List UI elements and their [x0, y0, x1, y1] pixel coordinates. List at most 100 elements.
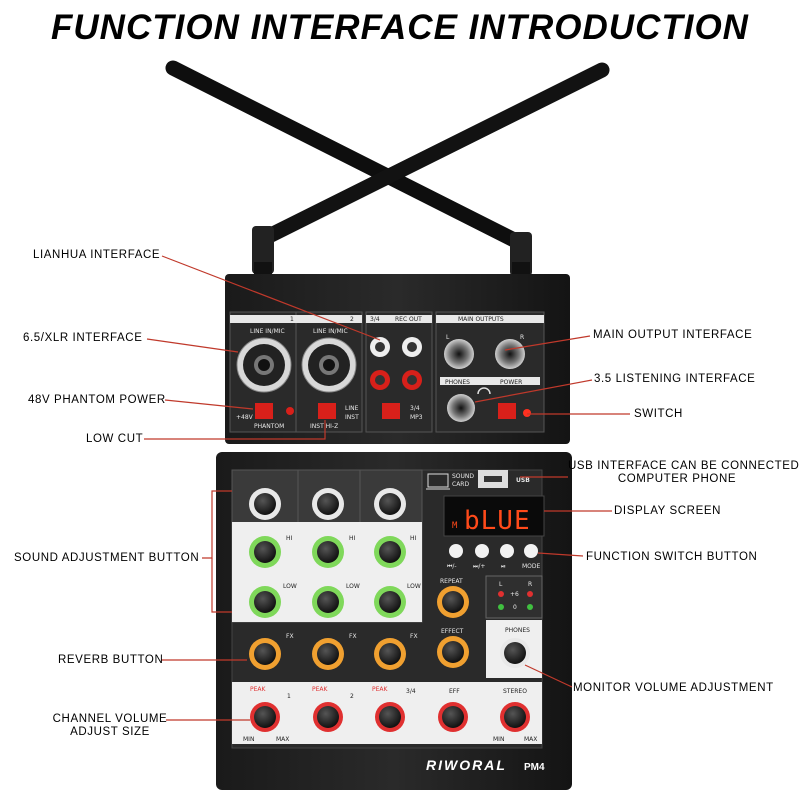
callout-channel-volume-line2: ADJUST SIZE	[70, 726, 150, 738]
antenna-left	[165, 60, 532, 278]
meter-r-label: R	[528, 581, 532, 588]
peak-label-1: PEAK	[250, 686, 267, 693]
eff-label: EFF	[449, 688, 460, 695]
headphones-icon	[477, 387, 491, 395]
ch2-label: 2	[350, 316, 354, 323]
line-label: LINE	[345, 405, 359, 412]
gain-knob-3[interactable]	[374, 488, 406, 520]
callout-channel-volume: CHANNEL VOLUME ADJUST SIZE	[45, 713, 175, 739]
low-label-3: LOW	[407, 583, 421, 590]
play-pause-icon: ⏯	[501, 563, 506, 570]
meter-zero-label: 0	[513, 604, 517, 611]
callout-lianhua-interface: LIANHUA INTERFACE	[33, 249, 161, 261]
callout-lines	[144, 255, 630, 721]
hi-eq-knob-2[interactable]	[312, 536, 344, 568]
inst-hiz-label: INST HI-Z	[310, 423, 338, 430]
hi-eq-knob-3[interactable]	[374, 536, 406, 568]
stereo-label: STEREO	[503, 688, 527, 695]
meter-plus6-label: +6	[510, 591, 519, 598]
volume-knob-1[interactable]	[250, 702, 280, 732]
fx-label-3: FX	[410, 633, 418, 640]
low-eq-knob-1[interactable]	[249, 586, 281, 618]
effect-label: EFFECT	[441, 628, 464, 635]
callout-reverb-button: REVERB BUTTON	[58, 654, 164, 666]
plus48v-label: +48V	[236, 414, 254, 421]
page-title: FUNCTION INTERFACE INTRODUCTION	[51, 8, 749, 47]
callout-usb-interface: USB INTERFACE CAN BE CONNECTED COMPUTER …	[568, 460, 799, 486]
function-button-prev[interactable]	[475, 544, 489, 558]
function-button-1[interactable]	[449, 544, 463, 558]
callout-main-output: MAIN OUTPUT INTERFACE	[593, 329, 753, 341]
main-outputs-label: MAIN OUTPUTS	[458, 316, 504, 323]
fx-knob-1[interactable]	[249, 638, 281, 670]
callout-function-switch: FUNCTION SWITCH BUTTON	[586, 551, 758, 563]
callout-monitor-volume: MONITOR VOLUME ADJUSTMENT	[573, 682, 774, 694]
fx-knob-3[interactable]	[374, 638, 406, 670]
inst-hiz-button[interactable]	[318, 403, 336, 419]
power-switch-button[interactable]	[498, 403, 516, 419]
meter-l-label: L	[499, 581, 503, 588]
volume-knob-3[interactable]	[375, 702, 405, 732]
volume-knob-2[interactable]	[313, 702, 343, 732]
rec-out-label: REC OUT	[395, 316, 422, 323]
fx-knob-2[interactable]	[312, 638, 344, 670]
display-text: bLUE	[464, 506, 531, 536]
min-label-1: MIN	[243, 736, 254, 743]
main-output-jack-l[interactable]	[444, 339, 474, 369]
callout-low-cut: LOW CUT	[86, 433, 144, 445]
low-eq-knob-2[interactable]	[312, 586, 344, 618]
hi-eq-knob-1[interactable]	[249, 536, 281, 568]
meter-led-r-0	[527, 604, 533, 610]
main-output-jack-r[interactable]	[495, 339, 525, 369]
ch2-strip-label: 2	[350, 693, 354, 700]
fx-label-2: FX	[349, 633, 357, 640]
fx-label-1: FX	[286, 633, 294, 640]
hi-label-2: HI	[349, 535, 356, 542]
brand-logo: RIWORAL	[426, 757, 507, 773]
ch1-label: 1	[290, 316, 294, 323]
gain-knob-2[interactable]	[312, 488, 344, 520]
model-label: PM4	[524, 762, 545, 773]
phones-jack[interactable]	[447, 394, 475, 422]
volume-knob-stereo[interactable]	[500, 702, 530, 732]
phantom-button[interactable]	[255, 403, 273, 419]
repeat-knob[interactable]	[437, 586, 469, 618]
low-eq-knob-3[interactable]	[374, 586, 406, 618]
rca-jack-red-1[interactable]	[370, 370, 390, 390]
xlr-combo-jack-2[interactable]	[301, 337, 357, 393]
phones-label: PHONES	[445, 379, 470, 386]
line-in-mic-label-1: LINE IN/MIC	[250, 328, 285, 335]
volume-knob-eff[interactable]	[438, 702, 468, 732]
card-label: CARD	[452, 481, 469, 488]
main-l-label: L	[446, 334, 450, 341]
callout-display-screen: DISPLAY SCREEN	[614, 505, 722, 517]
t34-label: 3/4	[410, 405, 420, 412]
repeat-label: REPEAT	[440, 578, 463, 585]
callout-sound-adjustment: SOUND ADJUSTMENT BUTTON	[14, 552, 200, 564]
max-label-stereo: MAX	[524, 736, 537, 743]
rca-jack-white-1[interactable]	[370, 337, 390, 357]
rca-jack-white-2[interactable]	[402, 337, 422, 357]
callout-channel-volume-line1: CHANNEL VOLUME	[52, 713, 168, 725]
callout-usb-line2: COMPUTER PHONE	[617, 473, 737, 485]
rca-jack-red-2[interactable]	[402, 370, 422, 390]
mode-button[interactable]	[524, 544, 538, 558]
meter-led-r-6	[527, 591, 533, 597]
function-button-play[interactable]	[500, 544, 514, 558]
callout-listening-interface: 3.5 LISTENING INTERFACE	[594, 373, 756, 385]
low-label-2: LOW	[346, 583, 360, 590]
peak-label-3: PEAK	[372, 686, 389, 693]
phantom-label: PHANTOM	[254, 423, 284, 430]
phones-volume-knob[interactable]	[500, 638, 530, 668]
effect-knob[interactable]	[437, 636, 469, 668]
inst-label: INST	[345, 414, 359, 421]
gain-knob-1[interactable]	[249, 488, 281, 520]
display-screen	[443, 495, 545, 537]
low-label-1: LOW	[283, 583, 297, 590]
hi-label-1: HI	[286, 535, 293, 542]
ch34-strip-label: 3/4	[406, 688, 416, 695]
hi-label-3: HI	[410, 535, 417, 542]
xlr-combo-jack-1[interactable]	[236, 337, 292, 393]
rec-switch-button[interactable]	[382, 403, 400, 419]
